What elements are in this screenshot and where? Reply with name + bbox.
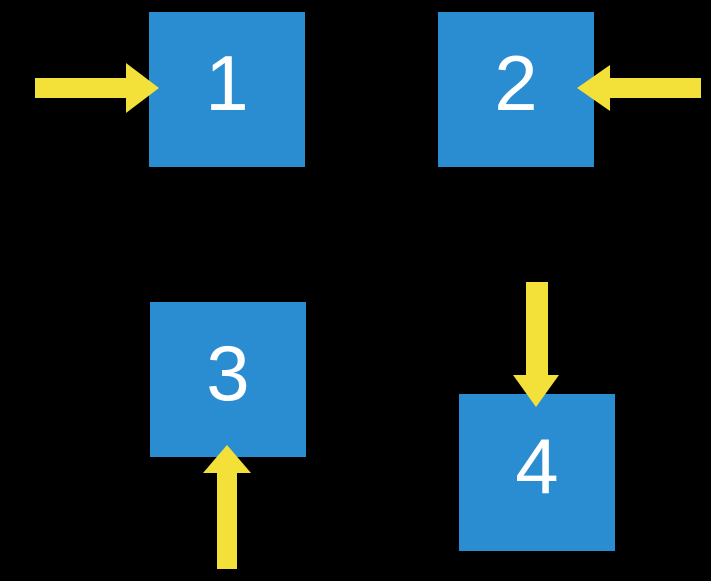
square-3-label: 3 — [206, 328, 250, 417]
square-2: 2 — [438, 12, 594, 167]
arrow-up-shaft-into-square-3 — [217, 473, 237, 569]
arrow-right-shaft-into-square-1 — [35, 78, 126, 98]
arrow-left-shaft-into-square-2 — [610, 78, 701, 98]
arrow-down-icon — [513, 375, 559, 407]
arrow-right-icon — [126, 63, 159, 113]
square-4-label: 4 — [515, 421, 559, 510]
square-1: 1 — [149, 12, 305, 167]
square-3: 3 — [150, 302, 306, 457]
arrow-left-icon — [577, 65, 610, 111]
square-2-label: 2 — [494, 38, 538, 127]
arrow-down-shaft-into-square-4 — [526, 282, 548, 375]
square-1-label: 1 — [205, 38, 249, 127]
arrow-up-icon — [203, 445, 251, 473]
square-4: 4 — [459, 394, 615, 551]
